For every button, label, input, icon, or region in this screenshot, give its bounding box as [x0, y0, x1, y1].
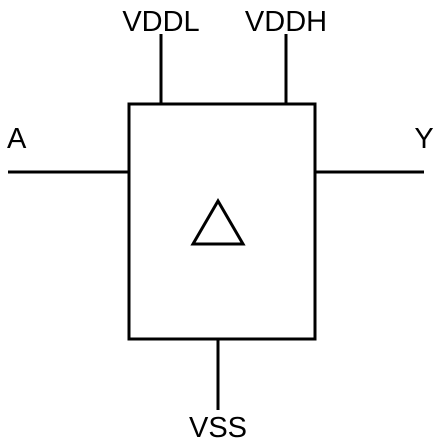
- pin-label-y: Y: [414, 123, 433, 155]
- cell-body: [127, 102, 317, 341]
- pin-label-vss: VSS: [189, 412, 247, 443]
- triangle-icon: [190, 198, 246, 246]
- pin-label-vddh: VDDH: [245, 6, 327, 38]
- pin-label-a: A: [7, 123, 27, 155]
- pin-label-vddl: VDDL: [122, 6, 199, 38]
